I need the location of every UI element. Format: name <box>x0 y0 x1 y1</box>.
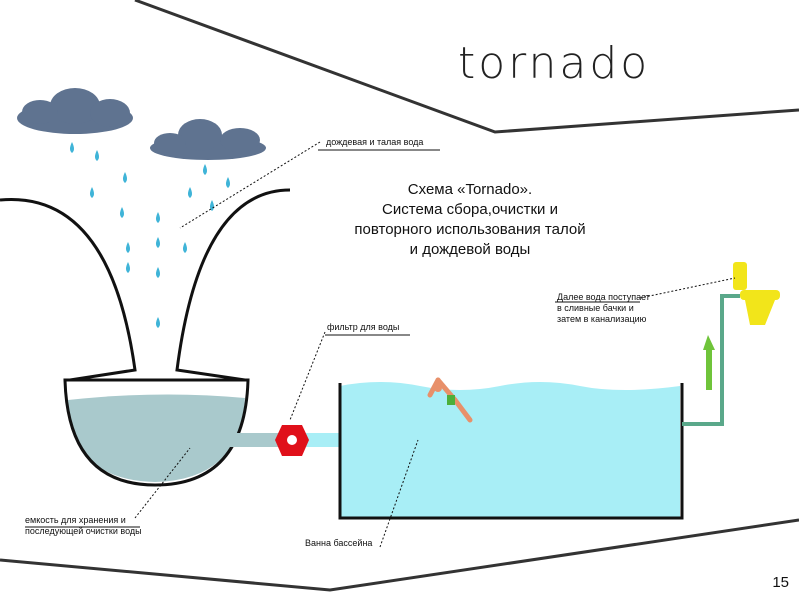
label-toilet-line: затем в канализацию <box>557 314 647 324</box>
raindrop-icon <box>120 207 124 218</box>
label-rain: дождевая и талая вода <box>326 137 424 147</box>
toilet-icon <box>733 262 780 325</box>
pipe-pool-toilet <box>682 294 740 426</box>
label-tank-line: емкость для хранения и <box>25 515 126 525</box>
raindrop-icon <box>203 164 207 175</box>
label-underlines <box>25 149 640 528</box>
pipe-tank-filter <box>225 433 285 447</box>
title-line: повторного использования талой <box>354 221 586 238</box>
label-tank-line: последующей очистки воды <box>25 526 142 536</box>
raindrop-icon <box>156 237 160 248</box>
storage-tank <box>63 378 250 487</box>
raindrop-icon <box>95 150 99 161</box>
cloud-icon <box>17 88 133 134</box>
title-line: Система сбора,очистки и <box>382 201 558 218</box>
storage-tank-water <box>68 394 245 482</box>
label-pool: Ванна бассейна <box>305 538 373 548</box>
raindrop-icon <box>226 177 230 188</box>
raindrop-icon <box>183 242 187 253</box>
raindrop-icon <box>70 142 74 153</box>
raindrop-icons <box>70 142 230 328</box>
frame-line-top <box>134 0 799 134</box>
label-filter: фильтр для воды <box>327 322 400 332</box>
funnel <box>0 188 291 382</box>
pipe-filter-pool <box>300 433 345 447</box>
raindrop-icon <box>123 172 127 183</box>
page-number: 15 <box>772 574 789 591</box>
brand-logo: tornado <box>458 38 651 89</box>
cloud-icon <box>150 119 266 160</box>
title-line: Схема «Tornado». <box>407 181 533 198</box>
raindrop-icon <box>126 262 130 273</box>
pointer-lines <box>134 141 736 548</box>
raindrop-icon <box>156 267 160 278</box>
raindrop-icon <box>188 187 192 198</box>
label-tank: емкость для хранения и последующей очист… <box>25 515 142 537</box>
swimmer-icon <box>427 377 473 423</box>
frame-line-bottom <box>0 518 799 592</box>
pool-basin <box>338 383 684 520</box>
raindrop-icon <box>90 187 94 198</box>
diagram-title: Схема «Tornado». Система сбора,очистки и… <box>330 180 610 260</box>
title-line: и дождевой воды <box>409 241 531 258</box>
raindrop-icon <box>126 242 130 253</box>
label-toilet: Далее вода поступает в сливные бачки и з… <box>557 292 650 325</box>
label-toilet-line: Далее вода поступает <box>557 292 650 302</box>
pool-water <box>340 382 680 518</box>
raindrop-icon <box>156 212 160 223</box>
flow-arrow-icon <box>703 335 715 390</box>
raindrop-icon <box>156 317 160 328</box>
label-toilet-line: в сливные бачки и <box>557 303 634 313</box>
